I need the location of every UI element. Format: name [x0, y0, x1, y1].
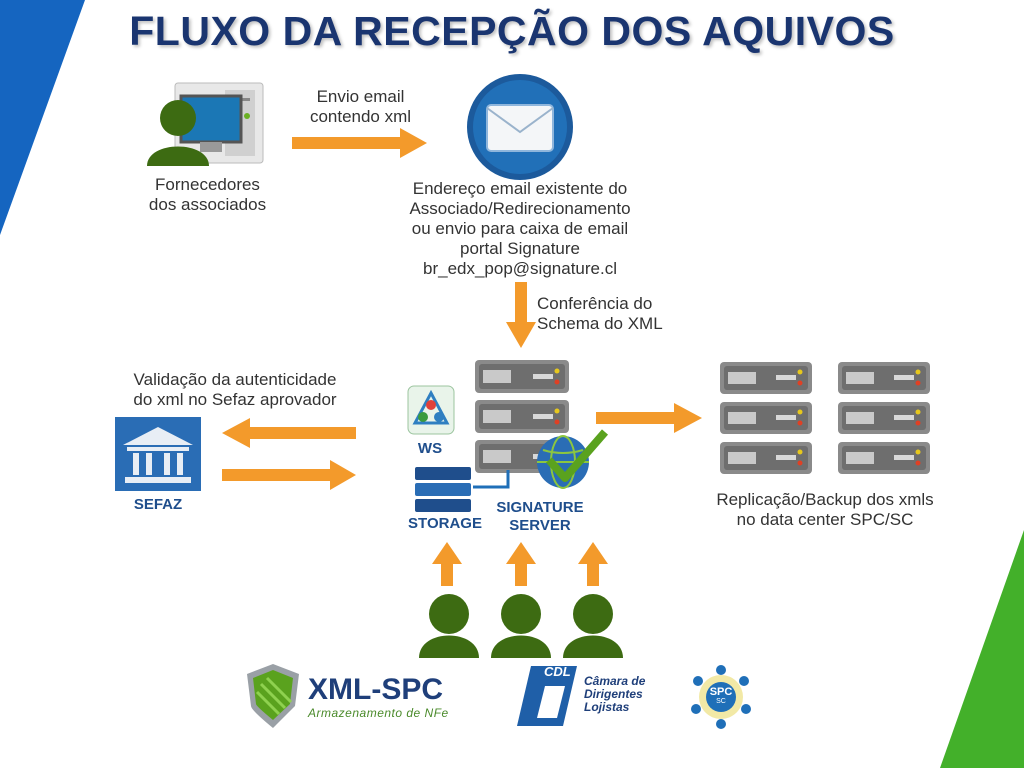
web-service-icon: [407, 385, 455, 435]
email-label-line4: portal Signature: [459, 239, 581, 258]
corner-decoration-right: [940, 530, 1024, 768]
arrow-down-icon: [506, 282, 536, 348]
cdl-badge: CDL: [544, 664, 571, 679]
email-label-line3: ou envio para caixa de email: [411, 219, 629, 238]
server-stack-icon: [475, 360, 569, 473]
schema-check-label-line2: Schema do XML: [537, 314, 663, 333]
shield-logo-icon: [247, 664, 299, 728]
envelope-icon: [467, 74, 573, 180]
ws-label: WS: [417, 440, 443, 457]
spc-logo-text: SPC: [709, 686, 733, 698]
storage-icon: [415, 467, 510, 512]
arrow-up-icon: [506, 542, 536, 586]
arrow-right-icon: [222, 460, 356, 490]
bank-icon: [115, 417, 201, 491]
user-icon: [563, 594, 623, 658]
arrow-up-icon: [578, 542, 608, 586]
schema-check-label-line1: Conferência do: [537, 294, 653, 313]
storage-label: STORAGE: [408, 515, 482, 532]
spc-logo-icon: [691, 665, 751, 729]
signature-server-label-line2: SERVER: [509, 517, 571, 534]
cdl-name-line2: Dirigentes: [584, 687, 643, 701]
sefaz-label: SEFAZ: [133, 496, 183, 513]
sefaz-validation-label-line1: Validação da autenticidade: [133, 370, 337, 389]
xml-spc-tagline: Armazenamento de NFe: [308, 706, 449, 720]
email-label-line5: br_edx_pop@signature.cl: [423, 259, 617, 278]
cdl-name-line3: Lojistas: [584, 700, 630, 714]
user-icon: [419, 594, 479, 658]
arrow-up-icon: [432, 542, 462, 586]
user-computer-icon: [147, 82, 264, 166]
server-rack-icon: [720, 362, 930, 474]
suppliers-label-line1: Fornecedores: [155, 175, 260, 194]
backup-label-line2: no data center SPC/SC: [736, 510, 914, 529]
cdl-logo-icon: [517, 666, 577, 726]
backup-label-line1: Replicação/Backup dos xmls: [716, 490, 934, 509]
corner-decoration-left: [0, 0, 85, 235]
email-label-line1: Endereço email existente do: [412, 179, 628, 198]
arrow-right-icon: [292, 128, 427, 158]
cdl-name-line1: Câmara de: [584, 674, 646, 688]
globe-check-icon: [537, 429, 609, 489]
send-email-label-line2: contendo xml: [309, 107, 412, 126]
arrow-right-icon: [596, 403, 702, 433]
user-icon: [491, 594, 551, 658]
spc-logo-sub: SC: [716, 698, 726, 705]
arrow-left-icon: [222, 418, 356, 448]
suppliers-label-line2: dos associados: [148, 195, 267, 214]
email-label-line2: Associado/Redirecionamento: [409, 199, 631, 218]
signature-server-label-line1: SIGNATURE: [496, 499, 584, 516]
sefaz-validation-label-line2: do xml no Sefaz aprovador: [133, 390, 337, 409]
send-email-label-line1: Envio email: [316, 87, 405, 106]
page-title: FLUXO DA RECEPÇÃO DOS AQUIVOS: [129, 8, 895, 54]
xml-spc-logo: XML-SPC: [308, 673, 443, 706]
